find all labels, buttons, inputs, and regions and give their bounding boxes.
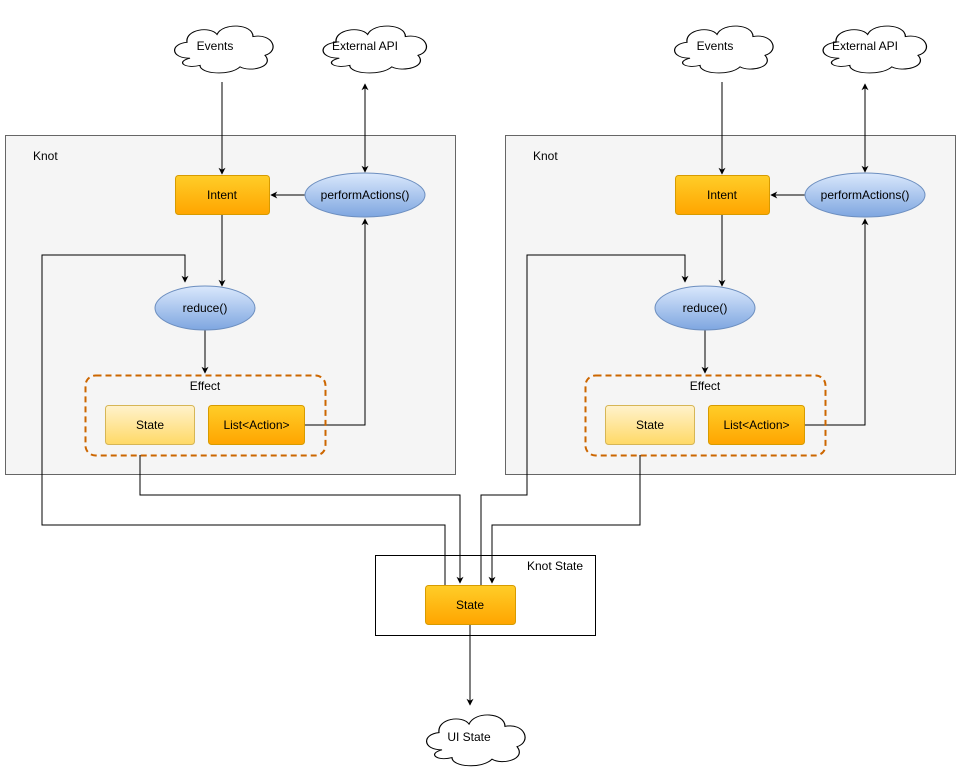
reduce-node — [154, 285, 256, 331]
external-api-label: External API — [832, 39, 898, 53]
edge-right-state-to-knot-state — [488, 455, 641, 584]
knot-label: Knot — [533, 149, 558, 163]
left-knot: Knot Events External API Intent performA… — [5, 25, 456, 475]
effect-group — [84, 374, 327, 457]
list-action-node — [208, 405, 305, 445]
knot-label: Knot — [33, 149, 58, 163]
effect-state-label: State — [136, 418, 164, 432]
effect-label: Effect — [690, 379, 721, 393]
knot-state-node-label: State — [456, 598, 484, 612]
perform-actions-label: performActions() — [821, 188, 910, 202]
list-action-label: List<Action> — [223, 418, 289, 432]
events-label: Events — [197, 39, 234, 53]
list-action-label: List<Action> — [723, 418, 789, 432]
events-label: Events — [697, 39, 734, 53]
perform-actions-label: performActions() — [321, 188, 410, 202]
reduce-label: reduce() — [183, 301, 228, 315]
perform-actions-node — [304, 172, 426, 218]
intent-node — [675, 175, 770, 215]
edge-knot-state-to-right-reduce — [480, 254, 689, 586]
effect-state-node — [105, 405, 195, 445]
external-api-label: External API — [332, 39, 398, 53]
knot-state-node — [425, 585, 516, 625]
edge-left-state-to-knot-state — [139, 455, 464, 584]
reduce-node — [654, 285, 756, 331]
knot-state: Knot State State — [41, 254, 689, 706]
reduce-label: reduce() — [683, 301, 728, 315]
effect-group — [584, 374, 827, 457]
knot-state-label: Knot State — [527, 559, 583, 573]
perform-actions-node — [804, 172, 926, 218]
ui-state-label: UI State — [447, 730, 491, 744]
effect-state-label: State — [636, 418, 664, 432]
intent-label: Intent — [207, 188, 238, 202]
edge-knot-state-to-left-reduce — [41, 254, 446, 586]
effect-label: Effect — [190, 379, 221, 393]
intent-label: Intent — [707, 188, 738, 202]
right-knot: Knot Events External API Intent performA… — [505, 25, 956, 475]
intent-node — [175, 175, 270, 215]
effect-state-node — [605, 405, 695, 445]
list-action-node — [708, 405, 805, 445]
